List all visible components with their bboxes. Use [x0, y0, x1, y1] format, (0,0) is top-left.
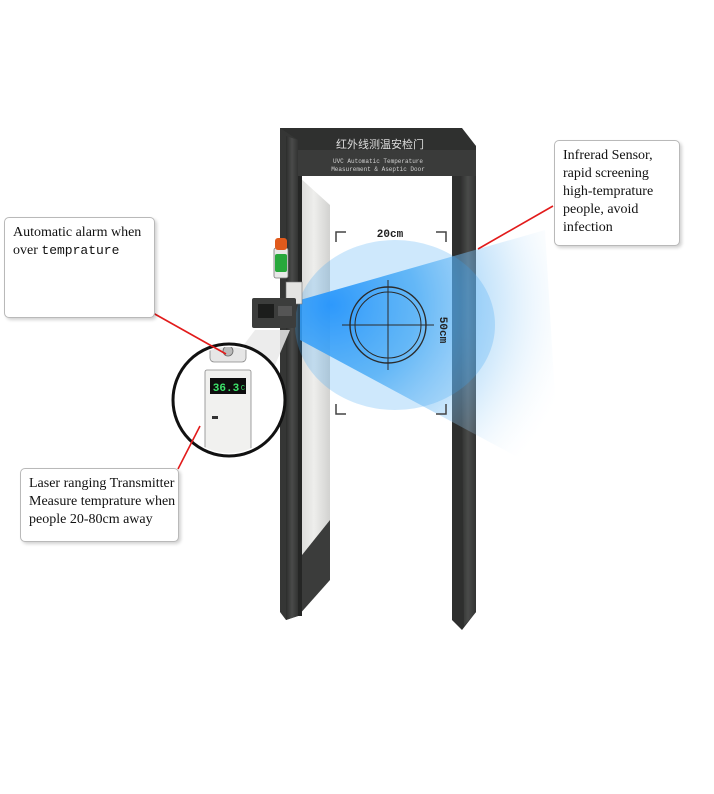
infrared-callout: Infrerad Sensor, rapid screening high-te…	[554, 140, 680, 246]
door-frame	[280, 128, 476, 630]
alarm-callout-line-1: Automatic alarm when	[13, 225, 142, 240]
infrared-callout-line: rapid screening	[563, 166, 649, 181]
alarm-callout: Automatic alarm when over temprature	[4, 217, 155, 318]
laser-callout-line: Measure temprature when	[29, 494, 176, 509]
infrared-callout-line: infection	[563, 220, 613, 235]
temperature-reading: 36.3	[213, 383, 240, 395]
device-magnifier	[171, 342, 287, 458]
sensing-zone	[335, 231, 447, 415]
sensor-assembly	[252, 238, 303, 328]
door-header-english-2: Measurement & Aseptic Door	[331, 166, 425, 173]
infrared-callout-line: high-temprature	[563, 184, 654, 199]
zone-height-label: 50cm	[436, 317, 448, 344]
door-header-english-1: UVC Automatic Temperature	[333, 158, 423, 165]
temperature-unit: C	[241, 385, 245, 393]
laser-callout: Laser ranging Transmitter Measure tempra…	[20, 468, 179, 542]
alarm-light-red	[275, 238, 287, 250]
laser-callout-line: people 20-80cm away	[29, 512, 153, 527]
laser-leader-line	[177, 425, 201, 470]
infrared-callout-line: people, avoid	[563, 202, 639, 217]
alarm-leader-line	[152, 312, 227, 355]
alarm-callout-line-2: over temprature	[13, 242, 146, 260]
door-inner-panel	[298, 176, 330, 560]
infrared-beam	[295, 230, 560, 480]
infrared-leader-line	[477, 205, 554, 250]
alarm-light-green	[275, 254, 287, 272]
laser-callout-line: Laser ranging Transmitter	[29, 476, 175, 491]
infrared-callout-line: Infrerad Sensor,	[563, 148, 653, 163]
target-reticle-icon	[342, 280, 434, 370]
temperature-display	[210, 378, 246, 394]
door-header-chinese: 红外线测温安检门	[336, 137, 424, 151]
alarm-callout-over: over	[13, 243, 42, 258]
alarm-callout-temprature: temprature	[41, 243, 120, 258]
zone-width-label: 20cm	[377, 229, 404, 241]
